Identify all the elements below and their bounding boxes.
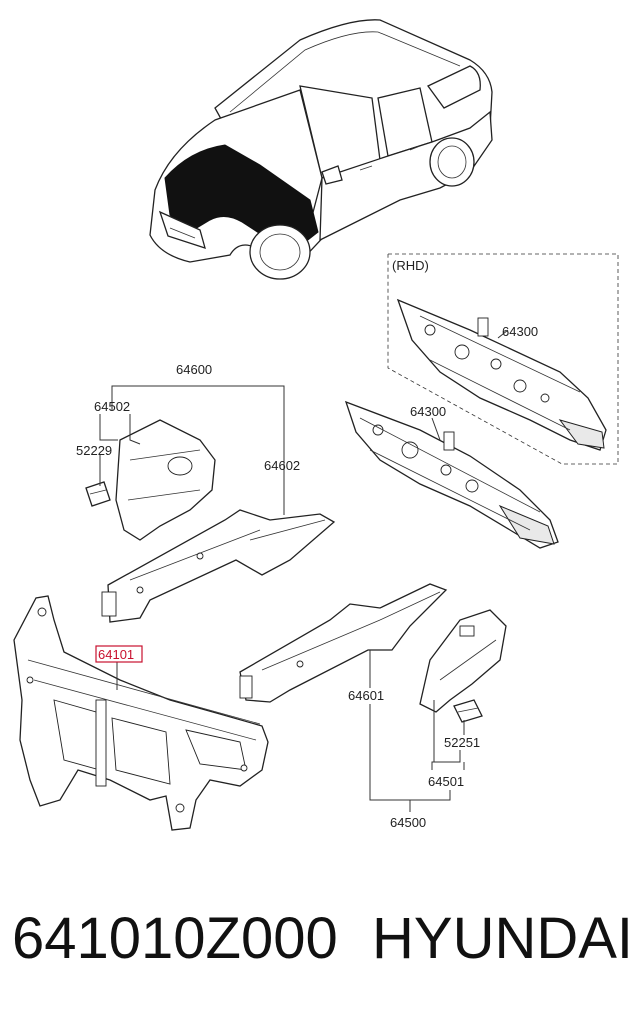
dash-panel: 64300 xyxy=(344,400,559,549)
label-64601: 64601 xyxy=(348,688,384,703)
rhd-label: (RHD) xyxy=(392,258,429,273)
label-64502: 64502 xyxy=(94,399,130,414)
rhd-option-box: (RHD) xyxy=(387,253,619,465)
dash-panel-rhd: 64300 xyxy=(396,298,607,451)
part-number: 641010Z000 xyxy=(12,906,338,971)
leader-lines-64500 xyxy=(369,650,465,812)
label-64501: 64501 xyxy=(428,774,464,789)
parts-diagram: (RHD) 64300 64300 xyxy=(13,19,619,831)
highlight-box-64101 xyxy=(95,645,143,663)
label-52251: 52251 xyxy=(444,735,480,750)
label-64101: 64101 xyxy=(98,647,134,662)
label-52229: 52229 xyxy=(76,443,112,458)
label-64300: 64300 xyxy=(410,404,446,419)
leader-lines-64600 xyxy=(99,385,285,515)
front-side-member-right xyxy=(239,583,507,723)
brand-name: HYUNDAI xyxy=(372,906,633,971)
label-64600: 64600 xyxy=(176,362,212,377)
vehicle-illustration xyxy=(149,19,493,280)
front-end-carrier xyxy=(13,595,269,831)
label-64300-rhd: 64300 xyxy=(502,324,538,339)
label-64602: 64602 xyxy=(264,458,300,473)
front-side-member-left xyxy=(85,419,336,623)
label-64500: 64500 xyxy=(390,815,426,830)
